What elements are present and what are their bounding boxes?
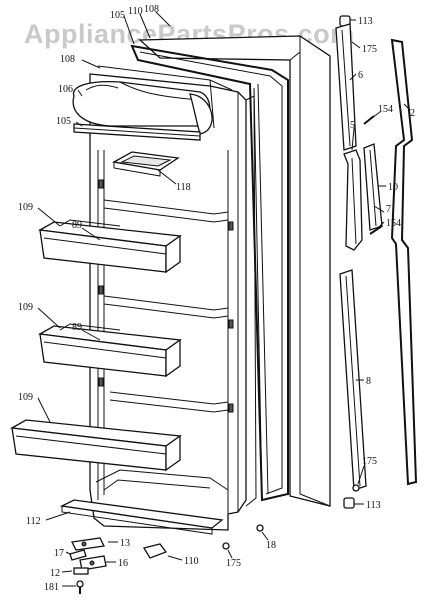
screw-175 [352,484,360,492]
part-110 [142,543,168,559]
handle-gasket-strip [390,38,418,486]
callout-154-lower: 154 [386,218,401,229]
callout-12: 12 [50,568,60,579]
part-18 [256,524,264,532]
callout-175-bottom: 175 [226,558,241,569]
door-shelf-middle [37,323,182,378]
callout-13: 13 [120,538,130,549]
callout-112: 112 [26,516,41,527]
callout-8: 8 [366,376,371,387]
small-part-17 [69,549,87,561]
handle-trim [363,143,383,231]
small-part-12 [73,567,89,575]
door-handle [343,149,363,251]
screw-154-lower [369,225,383,235]
door-shelf-top [37,219,182,274]
callout-110-top: 110 [128,6,143,17]
callout-10: 10 [388,182,398,193]
callout-110-bottom: 110 [184,556,199,567]
callout-7: 7 [386,204,391,215]
callout-106: 106 [58,84,73,95]
dairy-compartment [72,65,233,141]
callout-105: 105 [56,116,71,127]
callout-18: 18 [266,540,276,551]
callout-180: 108 [144,4,159,15]
door-outer-panel [138,35,331,507]
callout-5: 5 [350,120,355,131]
callout-109-top: 109 [18,202,33,213]
bottom-trim-bar [59,499,224,535]
leader-lines [37,11,411,587]
small-part-13 [71,537,105,551]
hinge-cover-lower [339,269,367,491]
callout-109-bottom: 109 [18,392,33,403]
callout-16: 16 [118,558,128,569]
callout-113-bottom: 113 [366,500,381,511]
hinge-cover-upper [335,23,357,151]
callout-89-middle: 89 [72,322,82,333]
callout-113-top: 113 [358,16,373,27]
callout-6: 6 [358,70,363,81]
callout-2: 2 [410,108,415,119]
cap-bottom [343,497,355,509]
callout-108: 108 [60,54,75,65]
screw-175-bottom [222,542,230,550]
callout-175-top: 175 [362,44,377,55]
callout-175-lower: 175 [362,456,377,467]
door-gasket [130,44,289,502]
screw-181 [76,580,84,594]
callout-17: 17 [54,548,64,559]
door-shelf-bottom [9,419,182,472]
callout-89-top: 89 [72,220,82,231]
callout-109-middle: 109 [18,302,33,313]
egg-tray [112,151,180,177]
callout-118: 118 [176,182,191,193]
small-part-16 [79,555,107,571]
callout-154-upper: 154 [378,104,393,115]
callout-181: 181 [44,582,59,593]
callout-105-top: 105 [110,10,125,21]
